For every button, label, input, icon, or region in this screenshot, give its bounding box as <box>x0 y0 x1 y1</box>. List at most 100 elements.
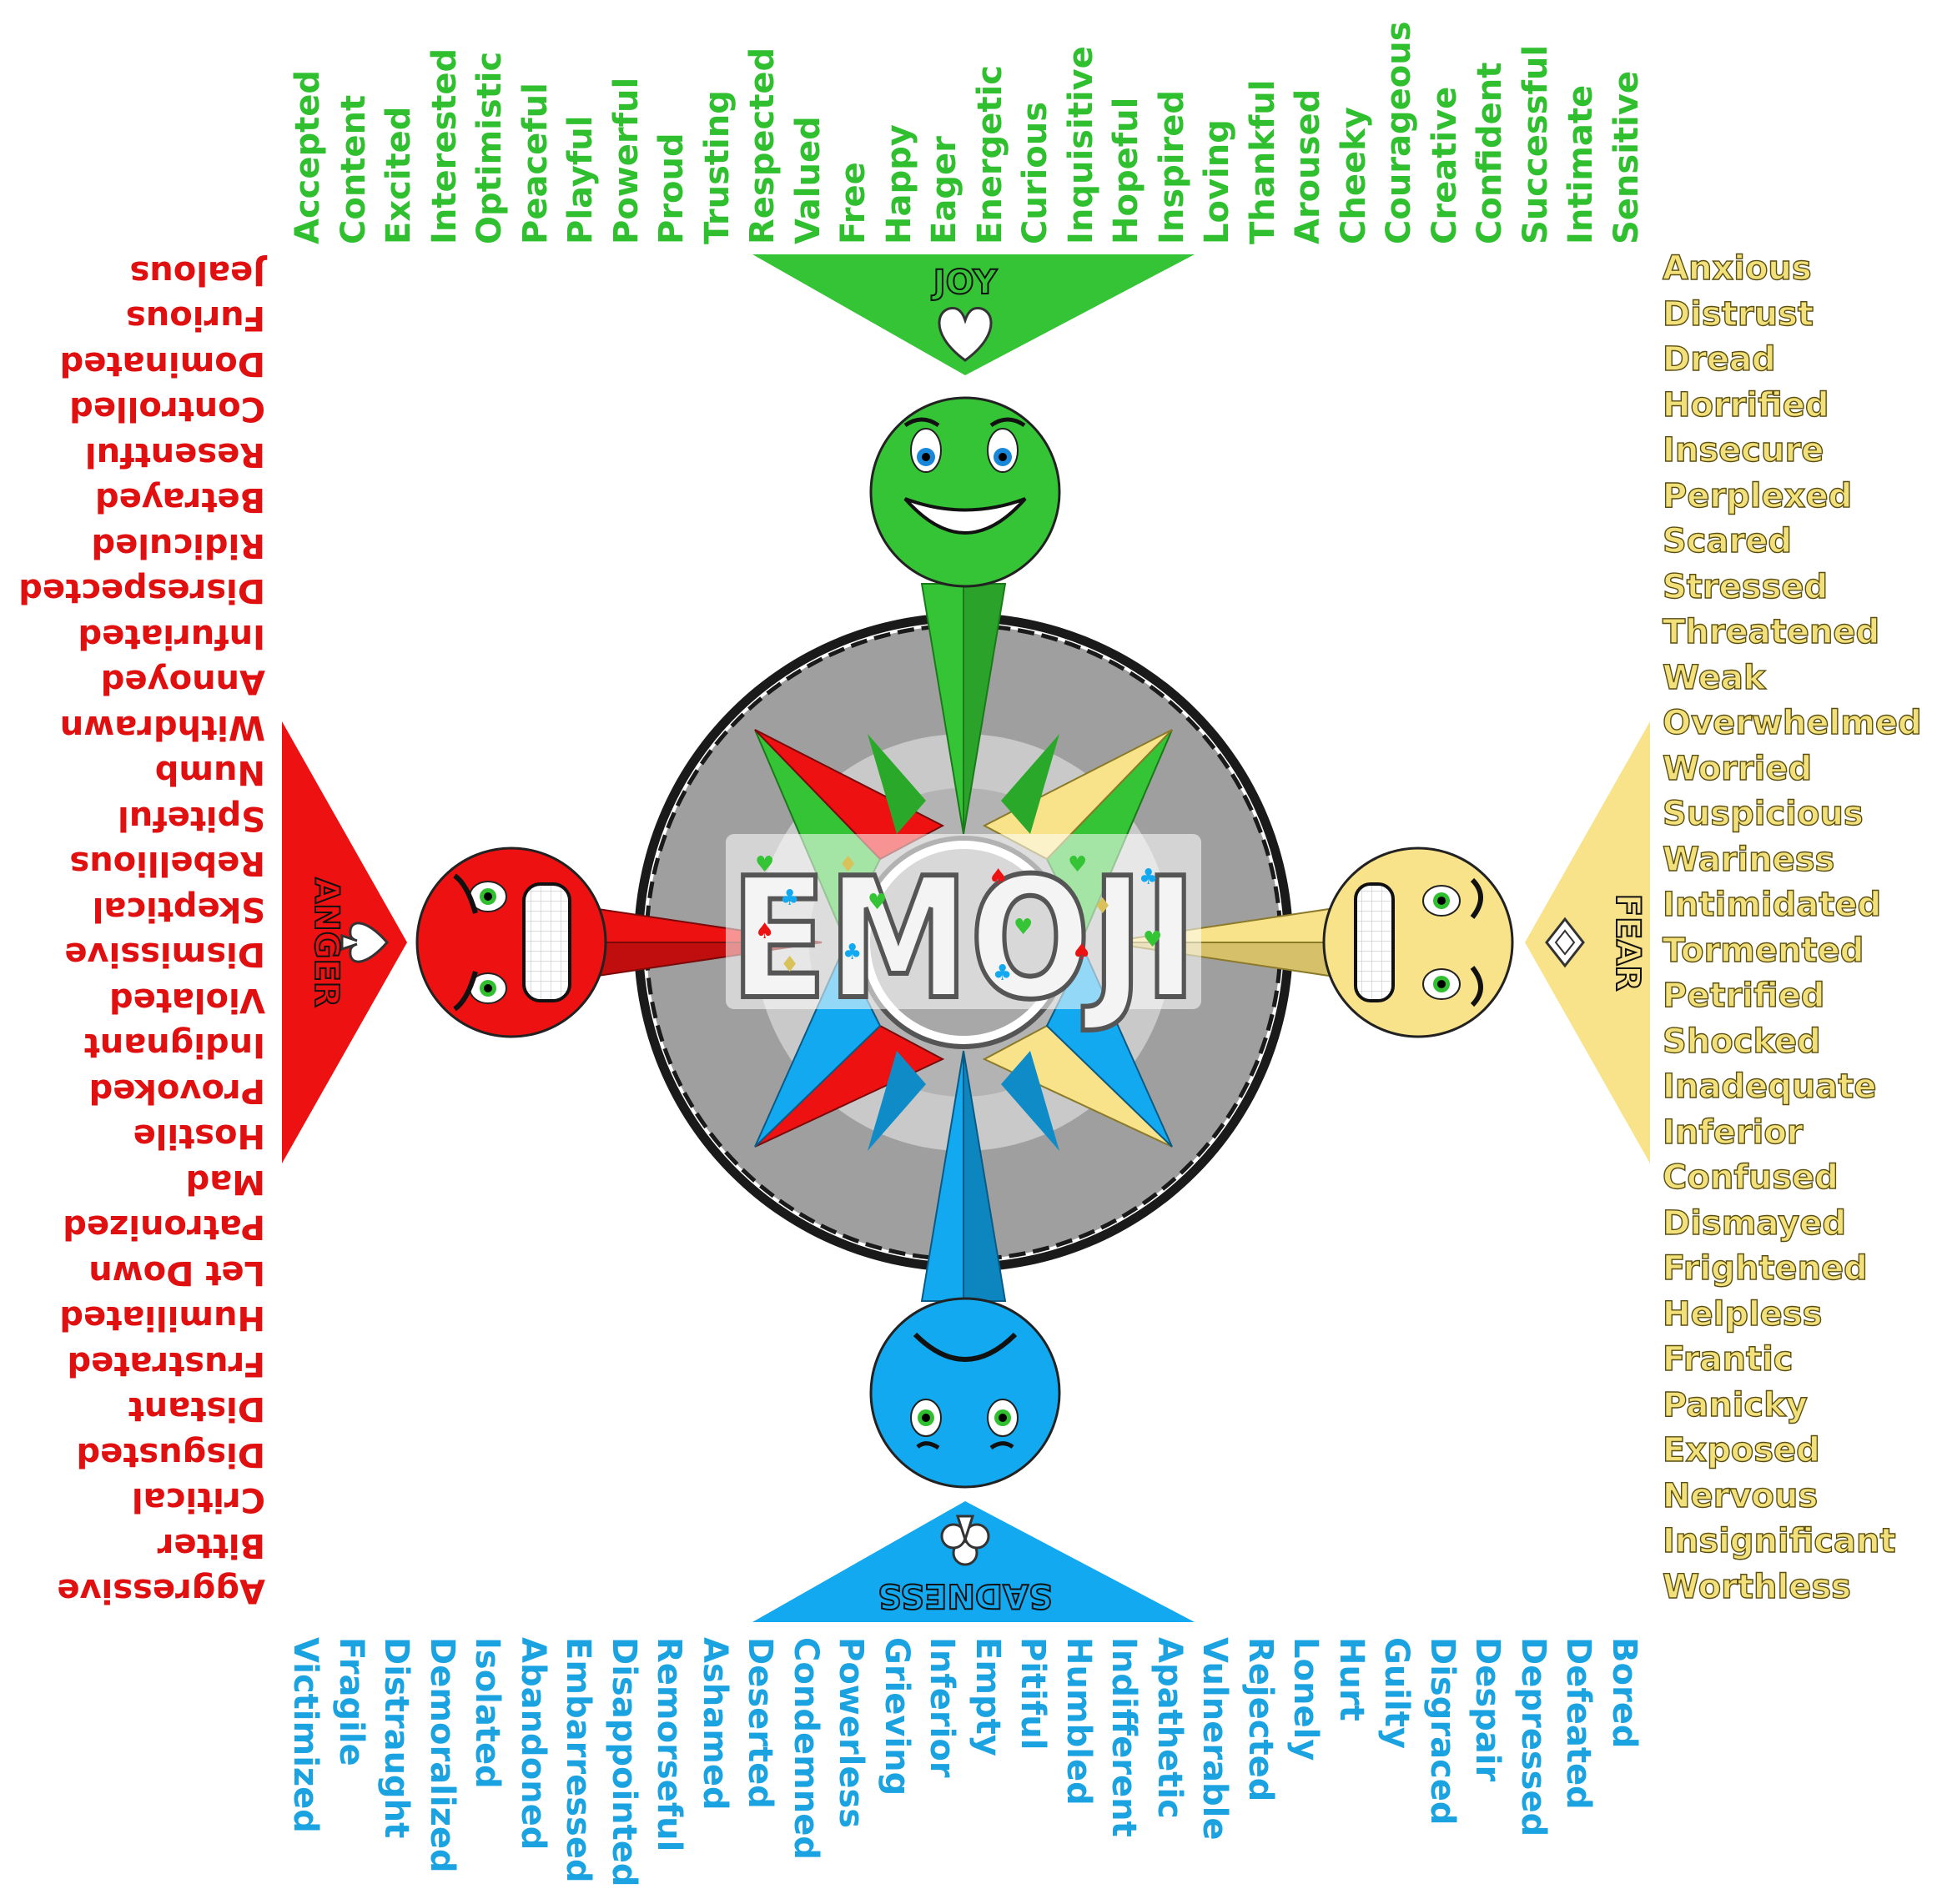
joy-word: Free <box>834 162 873 244</box>
anger-word: Indignant <box>83 1026 265 1064</box>
sadness-word: Abandoned <box>513 1637 552 1851</box>
svg-text:♠: ♠ <box>755 919 774 944</box>
sadness-word: Vulnerable <box>1195 1637 1234 1841</box>
sadness-word: Inferior <box>923 1637 961 1778</box>
joy-word: Eager <box>925 136 963 244</box>
anger-word: Violated <box>108 980 265 1019</box>
fear-word: Perplexed <box>1662 476 1853 515</box>
sadness-word: Despair <box>1468 1637 1507 1782</box>
sadness-word: Deserted <box>741 1637 779 1809</box>
fear-word: Suspicious <box>1662 795 1864 833</box>
joy-word: Loving <box>1198 119 1236 244</box>
emoji-title-text: EMOJI <box>730 842 1197 1037</box>
fear-word: Overwhelmed <box>1662 704 1922 742</box>
anger-word: Annoyed <box>100 662 265 701</box>
sadness-word: Rejected <box>1240 1637 1280 1802</box>
anger-word: Furious <box>125 299 265 337</box>
sadness-word: Lonely <box>1286 1637 1325 1761</box>
sadness-word: Hurt <box>1331 1637 1371 1721</box>
fear-word: Tormented <box>1662 931 1864 970</box>
fear-word: Dread <box>1662 340 1776 379</box>
emoji-title: EMOJI ♥ ♣ ♠ ♦ ♦ ♥ ♣ ♠ ♥ ♣ ♥ ♦ ♠ ♣ ♥ <box>726 834 1201 1039</box>
fear-banner: FEAR <box>1525 721 1650 1163</box>
svg-text:♦: ♦ <box>838 852 858 877</box>
anger-word: Numb <box>154 753 265 791</box>
svg-text:♥: ♥ <box>1068 852 1087 877</box>
fear-word: Nervous <box>1662 1476 1819 1515</box>
svg-text:♥: ♥ <box>1014 915 1033 940</box>
joy-word: Powerful <box>606 77 646 244</box>
svg-text:♥: ♥ <box>755 852 774 877</box>
svg-text:♣: ♣ <box>993 961 1012 986</box>
fear-word: Scared <box>1662 522 1792 560</box>
anger-word: Disrespected <box>18 571 265 610</box>
fear-word: Weak <box>1662 658 1766 697</box>
joy-word: Creative <box>1425 86 1464 244</box>
fear-word: Horrified <box>1662 385 1829 425</box>
svg-text:♠: ♠ <box>1072 940 1091 965</box>
joy-word: Optimistic <box>470 51 509 244</box>
fear-word: Worthless <box>1662 1567 1851 1606</box>
spade-icon <box>340 922 389 963</box>
anger-word: Hostile <box>133 1117 265 1155</box>
compass-arms <box>541 583 1386 1302</box>
fear-word: Confused <box>1662 1158 1839 1197</box>
anger-word: Infuriated <box>78 616 265 656</box>
fear-word: Frantic <box>1662 1340 1794 1379</box>
svg-text:♦: ♦ <box>780 952 799 977</box>
fear-word: Helpless <box>1662 1294 1823 1334</box>
sadness-word: Isolated <box>468 1637 506 1789</box>
anger-word: Patronized <box>63 1208 265 1246</box>
anger-word: Provoked <box>88 1071 265 1110</box>
sadness-word: Guilty <box>1377 1637 1416 1749</box>
anger-word: Resentful <box>84 435 265 474</box>
anger-word: Spiteful <box>118 798 265 837</box>
joy-word: Cheeky <box>1334 107 1373 244</box>
sadness-word: Distraught <box>377 1637 415 1839</box>
joy-word: Confident <box>1471 62 1509 244</box>
fear-word: Insecure <box>1662 431 1824 470</box>
joy-word: Playful <box>561 115 600 244</box>
anger-word: Betrayed <box>94 480 265 519</box>
fear-word: Inadequate <box>1662 1068 1877 1106</box>
fear-word: Dismayed <box>1662 1203 1846 1243</box>
fear-word: Anxious <box>1662 249 1812 288</box>
joy-word: Proud <box>652 133 691 244</box>
fear-word: Worried <box>1662 749 1813 788</box>
fear-word: Petrified <box>1662 977 1825 1015</box>
sadness-word: Disgraced <box>1422 1637 1462 1826</box>
svg-text:♥: ♥ <box>868 890 887 915</box>
svg-text:♥: ♥ <box>1143 927 1162 952</box>
svg-text:♠: ♠ <box>989 865 1008 890</box>
sadness-word: Ashamed <box>695 1637 734 1811</box>
joy-word: Respected <box>743 47 782 244</box>
sadness-face <box>869 1297 1061 1489</box>
anger-face <box>415 847 607 1038</box>
joy-word: Aroused <box>1289 88 1327 244</box>
club-icon <box>940 1515 990 1566</box>
anger-word: Disgusted <box>76 1434 265 1474</box>
joy-word: Hopeful <box>1107 97 1145 244</box>
joy-word: Valued <box>788 116 828 244</box>
anger-word: Frustrated <box>67 1344 266 1383</box>
fear-word: Threatened <box>1662 613 1880 651</box>
anger-word: Skeptical <box>92 889 265 928</box>
joy-word: Sensitive <box>1607 71 1646 244</box>
joy-word: Interested <box>425 48 464 244</box>
joy-word: Accepted <box>289 69 327 244</box>
anger-word: Controlled <box>69 389 265 428</box>
joy-word: Successful <box>1516 44 1555 244</box>
sadness-word: Bored <box>1604 1637 1643 1749</box>
fear-word: Shocked <box>1662 1022 1821 1061</box>
anger-word: Rebellious <box>69 844 265 882</box>
anger-word: Aggressive <box>57 1571 265 1610</box>
anger-word: Critical <box>131 1480 265 1519</box>
anger-word: Jealous <box>129 253 265 292</box>
anger-word: Withdrawn <box>59 707 265 746</box>
sadness-word: Indifferent <box>1104 1637 1143 1837</box>
card-suit-pattern: ♥ ♣ ♠ ♦ ♦ ♥ ♣ ♠ ♥ ♣ ♥ ♦ ♠ ♣ ♥ <box>755 852 1162 986</box>
joy-word: Trusting <box>697 90 737 244</box>
sadness-word: Embarressed <box>559 1637 597 1883</box>
